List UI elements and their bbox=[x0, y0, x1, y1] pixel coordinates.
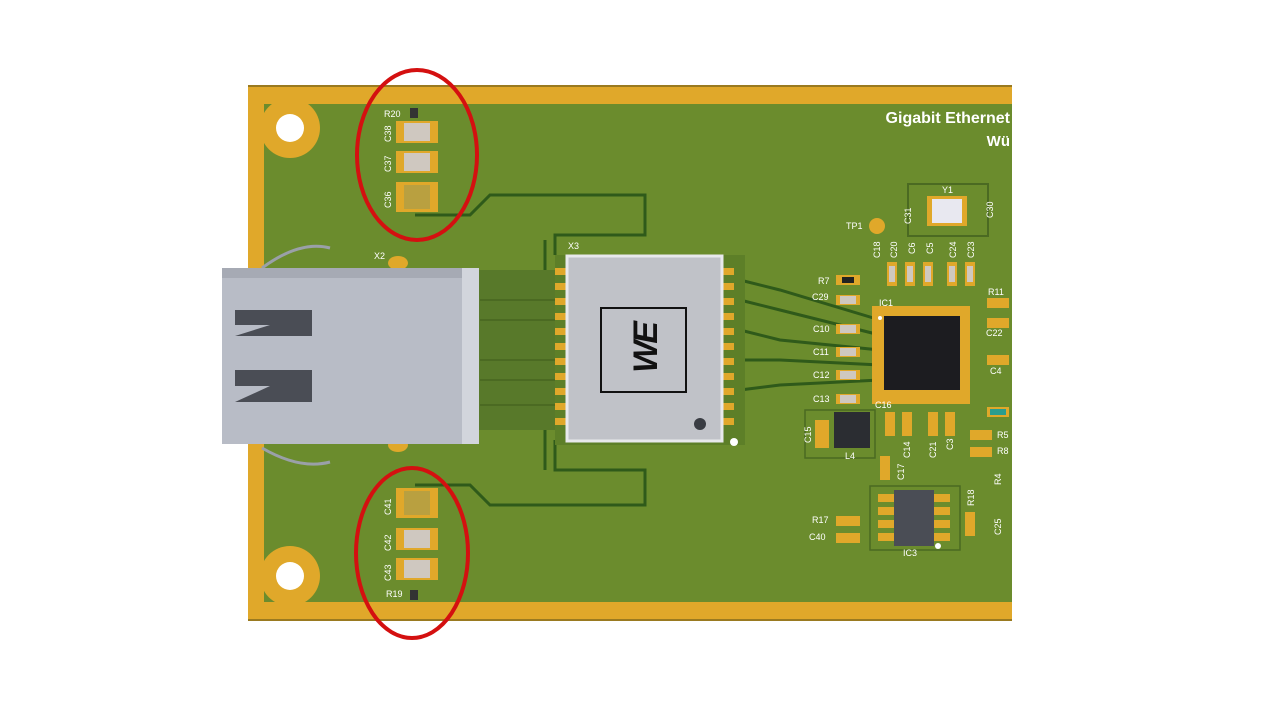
label-x3: X3 bbox=[568, 241, 580, 251]
inductor-l4 bbox=[834, 412, 870, 448]
label-r11: R11 bbox=[988, 287, 1004, 297]
label-c14: C14 bbox=[902, 441, 912, 458]
label-c10: C10 bbox=[813, 324, 830, 334]
label-c25: C25 bbox=[993, 518, 1003, 535]
top-component-group bbox=[396, 108, 438, 212]
label-c29: C29 bbox=[812, 292, 829, 302]
trace-channel bbox=[475, 270, 560, 430]
highlight-circle-top bbox=[355, 68, 479, 242]
board-title: Gigabit Ethernet bbox=[885, 110, 1010, 127]
label-c42: C42 bbox=[383, 534, 393, 551]
label-c38: C38 bbox=[383, 125, 393, 142]
label-c11: C11 bbox=[813, 347, 829, 357]
label-c20: C20 bbox=[889, 241, 899, 258]
label-l4: L4 bbox=[845, 451, 856, 461]
label-c13: C13 bbox=[813, 394, 830, 404]
label-c24: C24 bbox=[948, 241, 958, 258]
label-r20: R20 bbox=[384, 109, 401, 119]
crystal-y1 bbox=[907, 183, 989, 237]
label-c16: C16 bbox=[875, 400, 892, 410]
chip-ic1 bbox=[872, 306, 970, 404]
label-c40: C40 bbox=[809, 532, 826, 542]
label-c41: C41 bbox=[383, 498, 393, 515]
label-c3: C3 bbox=[945, 438, 955, 450]
label-r4: R4 bbox=[993, 473, 1003, 485]
label-y1: Y1 bbox=[942, 185, 954, 195]
label-c15: C15 bbox=[803, 426, 813, 443]
label-c23: C23 bbox=[966, 241, 976, 258]
label-c21: C21 bbox=[928, 441, 938, 458]
label-r18: R18 bbox=[966, 489, 976, 506]
rj45-connector bbox=[222, 244, 479, 466]
label-r5: R5 bbox=[997, 430, 1009, 440]
test-point-tp1 bbox=[869, 218, 885, 234]
label-r7: R7 bbox=[818, 276, 830, 286]
label-c4: C4 bbox=[990, 366, 1002, 376]
bottom-component-group bbox=[396, 488, 438, 600]
traces bbox=[415, 193, 881, 507]
label-r17: R17 bbox=[812, 515, 829, 525]
label-ic3: IC3 bbox=[903, 548, 918, 558]
label-c18: C18 bbox=[872, 241, 882, 258]
label-x2: X2 bbox=[374, 251, 386, 261]
highlight-circle-bottom bbox=[354, 466, 470, 640]
label-c17: C17 bbox=[896, 463, 906, 480]
mounting-hole-top bbox=[260, 98, 320, 158]
label-c22: C22 bbox=[986, 328, 1003, 338]
label-ic1: IC1 bbox=[879, 298, 894, 308]
label-c6: C6 bbox=[907, 242, 917, 254]
label-c5: C5 bbox=[925, 242, 935, 254]
label-r8: R8 bbox=[997, 446, 1009, 456]
logo-we: WE bbox=[626, 324, 665, 373]
label-r19: R19 bbox=[386, 589, 403, 599]
label-c36: C36 bbox=[383, 191, 393, 208]
label-c43: C43 bbox=[383, 564, 393, 581]
label-c12: C12 bbox=[813, 370, 830, 380]
label-c31: C31 bbox=[903, 207, 913, 224]
mounting-hole-bottom bbox=[260, 546, 320, 606]
chip-ic3 bbox=[878, 490, 950, 549]
board-subtitle: Wü bbox=[986, 133, 1010, 150]
label-c37: C37 bbox=[383, 155, 393, 172]
transformer-x3 bbox=[555, 254, 745, 446]
label-tp1: TP1 bbox=[846, 221, 863, 231]
label-c30: C30 bbox=[985, 201, 995, 218]
